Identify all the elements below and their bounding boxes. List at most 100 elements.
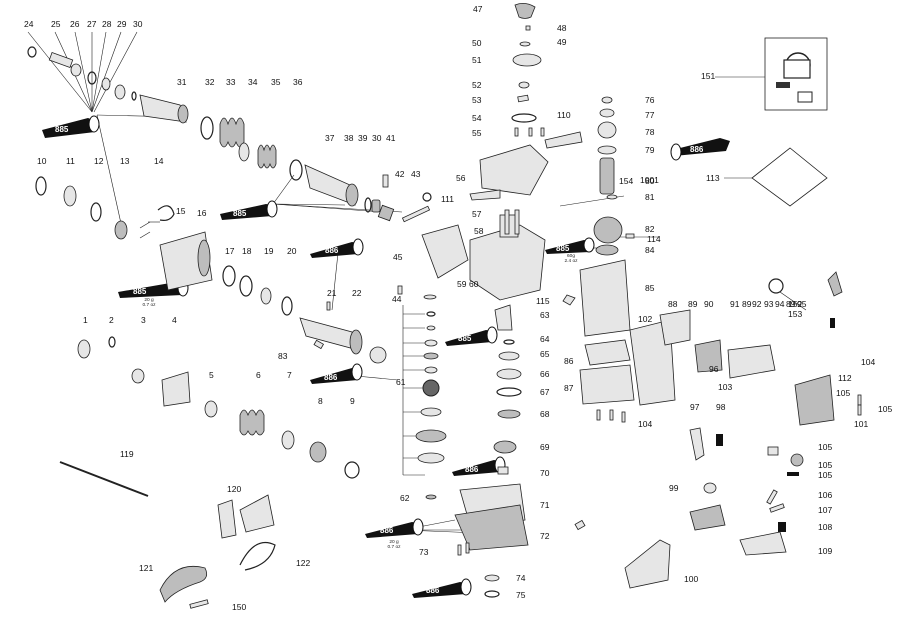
callout-85: 85 [645, 283, 655, 293]
center-gear-stack [397, 285, 447, 500]
callout-58: 58 [474, 226, 484, 236]
callout-64: 64 [540, 334, 550, 344]
callout-3: 3 [141, 315, 146, 325]
callout-8: 8 [318, 396, 323, 406]
callout-25: 25 [51, 19, 61, 29]
callout-67: 67 [540, 387, 550, 397]
callout-82: 82 [645, 224, 655, 234]
callout-114: 114 [647, 234, 661, 244]
callout-43: 43 [411, 169, 421, 179]
callout-109: 109 [818, 546, 833, 556]
callout-13: 13 [120, 156, 130, 166]
grease-tube-886-f: 886 [670, 138, 730, 161]
callout-22: 22 [352, 288, 362, 298]
svg-text:886: 886 [325, 246, 339, 255]
callout-71: 71 [540, 500, 550, 510]
callout-98: 98 [716, 402, 726, 412]
callout-11: 11 [66, 156, 75, 166]
callout-49: 49 [557, 37, 567, 47]
label-sheet-120 [751, 147, 828, 207]
clutch-parts-left [35, 176, 387, 364]
callout-53: 53 [472, 95, 482, 105]
callout-50: 50 [472, 38, 482, 48]
callout-61: 61 [396, 377, 406, 387]
callout-87: 87 [564, 383, 574, 393]
callout-102: 102 [638, 314, 653, 324]
callout-21: 21 [327, 288, 337, 298]
svg-text:885: 885 [233, 209, 247, 218]
callout-89: 89 [742, 299, 752, 309]
callout-1001: 1001 [640, 175, 659, 185]
callout-72: 72 [540, 531, 550, 541]
callout-103: 103 [718, 382, 733, 392]
callout-113: 113 [706, 173, 720, 183]
callout-105: 105 [836, 388, 851, 398]
callout-150: 150 [232, 602, 247, 612]
top-cap-parts [469, 3, 583, 235]
grease-tube-886-c: 886 [452, 456, 506, 476]
callout-30: 30 [372, 133, 382, 143]
grease-tube-885-a: 885 [42, 115, 100, 138]
callout-115: 115 [536, 296, 550, 306]
grease-tube-886-d: 886 [365, 518, 424, 538]
callout-42: 42 [395, 169, 405, 179]
grease-tube-885-d: 885 [445, 326, 498, 346]
callout-18: 18 [242, 246, 252, 256]
callout-153: 153 [788, 309, 803, 319]
grease-tube-885-b: 885 [220, 200, 278, 220]
callout-55: 55 [472, 128, 482, 138]
callout-79: 79 [645, 145, 655, 155]
callout-106: 106 [818, 490, 833, 500]
callout-91: 91 [730, 299, 740, 309]
leader-lines [27, 31, 765, 535]
grease-tube-886-b: 886 [310, 363, 363, 384]
callout-76: 76 [645, 95, 655, 105]
callout-122: 122 [296, 558, 311, 568]
callout-105: 105 [878, 404, 893, 414]
callout-6: 6 [256, 370, 261, 380]
svg-text:886: 886 [380, 526, 394, 535]
callout-78: 78 [645, 127, 655, 137]
callout-17: 17 [225, 246, 235, 256]
callout-104: 104 [638, 419, 653, 429]
callout-39: 39 [358, 133, 368, 143]
callout-100: 100 [684, 574, 699, 584]
callout-2: 2 [109, 315, 114, 325]
gear-housing-parts [421, 144, 549, 598]
callout-92: 92 [752, 299, 762, 309]
callout-101: 101 [854, 419, 869, 429]
callout-19: 19 [264, 246, 274, 256]
callout-86: 86 [564, 356, 574, 366]
callout-105: 105 [818, 470, 833, 480]
callout-69: 69 [540, 442, 550, 452]
callout-152: 152 [788, 299, 803, 309]
callout-31: 31 [177, 77, 187, 87]
grease-tube-886-a: 886 [310, 238, 364, 258]
callout-110: 110 [557, 110, 571, 120]
callout-7: 7 [287, 370, 292, 380]
callout-48: 48 [557, 23, 567, 33]
callout-95: 95 [797, 299, 807, 309]
svg-text:886: 886 [690, 145, 704, 154]
svg-text:885: 885 [556, 244, 570, 253]
callout-44: 44 [392, 294, 402, 304]
callout-120: 120 [227, 484, 242, 494]
callout-80: 80 [645, 176, 655, 186]
callout-83: 83 [278, 351, 288, 361]
callout-84: 84 [645, 245, 655, 255]
callout-68: 68 [540, 409, 550, 419]
note-60g: 60g 2.4 oz [564, 254, 578, 265]
callout-9: 9 [350, 396, 355, 406]
grease-tube-885-e: 885 [545, 237, 595, 254]
callout-16: 16 [197, 208, 207, 218]
callout-151: 151 [701, 71, 716, 81]
callout-97: 97 [690, 402, 700, 412]
motor-parts [562, 96, 635, 423]
svg-text:885: 885 [133, 287, 147, 296]
chuck-parts-top [27, 46, 432, 223]
callout-34: 34 [248, 77, 258, 87]
callout-62: 62 [400, 493, 410, 503]
callout-121: 121 [139, 563, 154, 573]
